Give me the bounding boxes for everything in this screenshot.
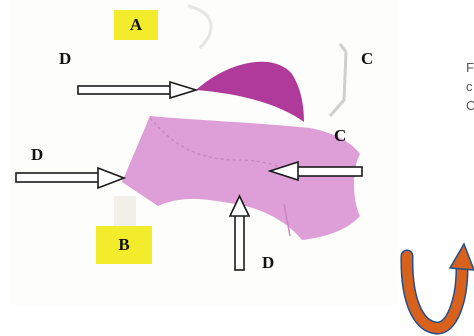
curved-rotation-arrow-icon bbox=[400, 242, 474, 335]
pointer-line-c-tip bbox=[338, 43, 348, 53]
label-panel-b: B bbox=[96, 226, 152, 264]
side-text-line-2: c bbox=[466, 79, 473, 94]
tissue-piece-a bbox=[196, 61, 304, 122]
tissue-fold-line-2 bbox=[283, 203, 291, 237]
tissue-piece-b bbox=[122, 116, 360, 240]
side-text-line-1: F bbox=[466, 60, 474, 75]
side-text-line-3: C bbox=[466, 98, 474, 113]
label-c-top: C bbox=[361, 49, 374, 68]
arrow-bottom-up bbox=[228, 194, 251, 271]
pointer-line-c bbox=[328, 51, 348, 117]
label-d-left: D bbox=[31, 145, 44, 164]
background-stroke bbox=[187, 4, 213, 50]
label-d-bottom: D bbox=[262, 253, 275, 272]
background-shadow bbox=[114, 196, 136, 232]
label-d-top: D bbox=[59, 49, 72, 68]
arrow-left-right bbox=[15, 166, 127, 190]
label-panel-a: A bbox=[114, 10, 158, 40]
label-c-mid: C bbox=[334, 126, 347, 145]
arrow-right-left bbox=[267, 160, 363, 182]
arrow-top-right bbox=[77, 80, 199, 100]
